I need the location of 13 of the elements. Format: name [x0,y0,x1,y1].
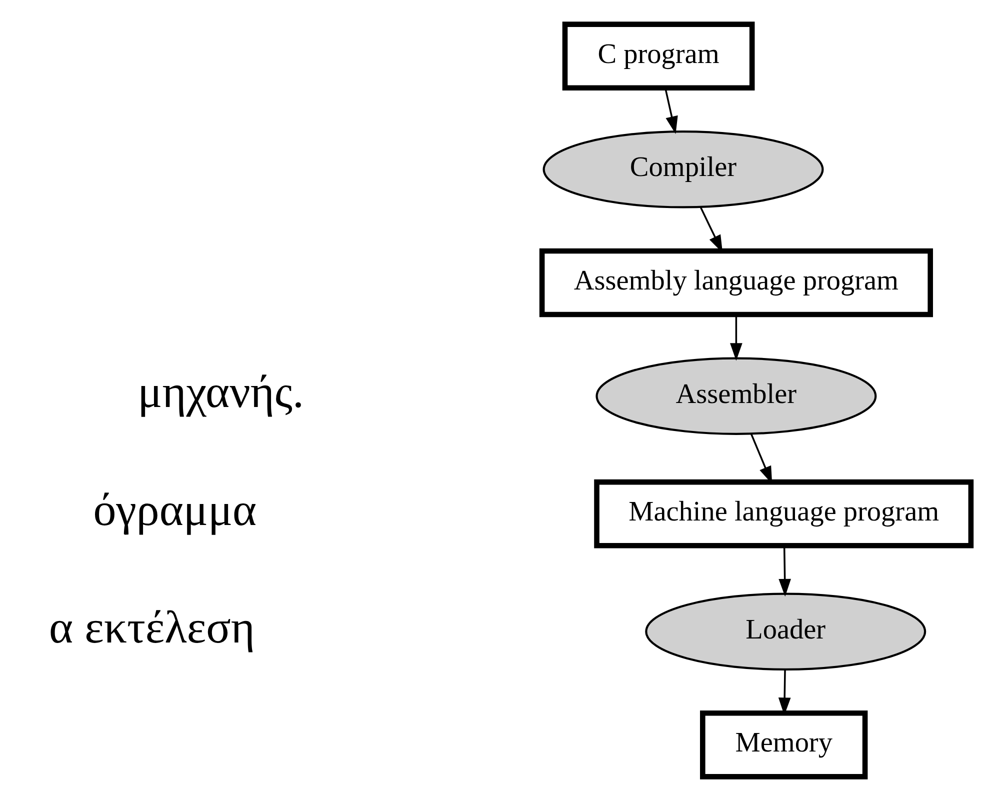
arrow [664,88,678,134]
node-box: Machine language program [594,479,974,548]
arrow [778,546,790,597]
arrow [730,314,742,361]
node-ellipse: Compiler [542,130,824,208]
label: α εκτέλεση [48,602,254,653]
node-ellipse: Loader [644,592,926,670]
node-box: Assembly language program [538,248,932,318]
node-box: Memory [700,710,868,780]
label: μηχανής. [137,366,304,418]
label: όγραμμα [92,484,256,535]
node-ellipse: Assembler [595,357,876,435]
node-box: C program [562,22,754,90]
